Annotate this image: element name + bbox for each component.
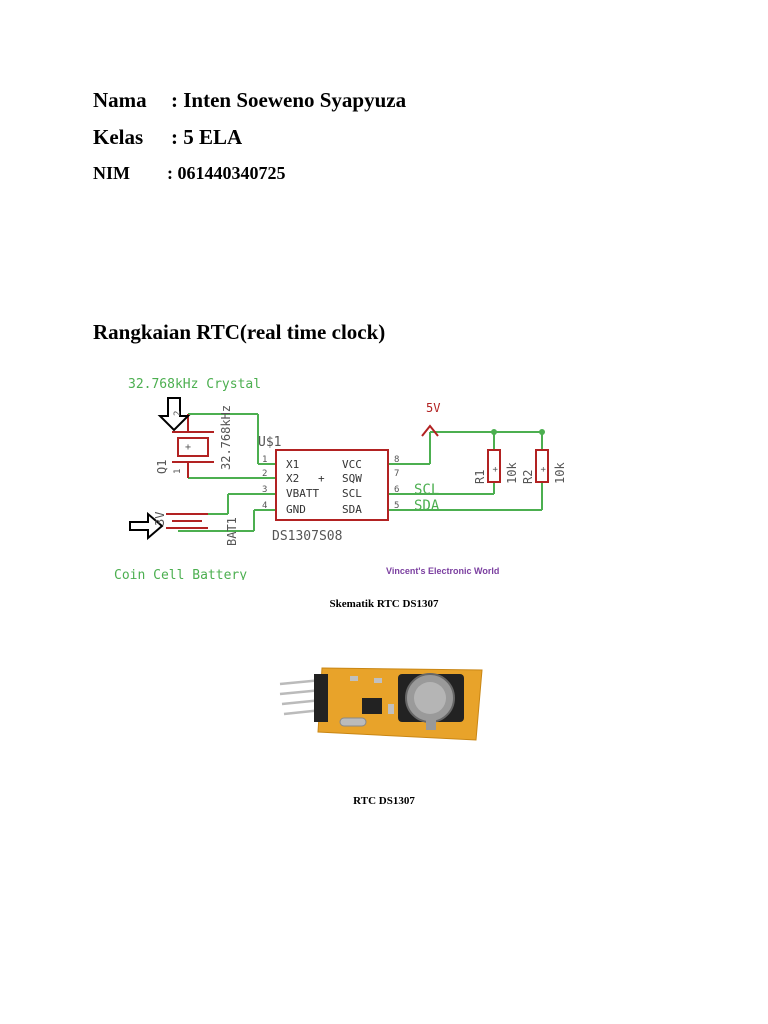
rtc-schematic: 32.768kHz Crystal Coin Cell Battery U$1 … (114, 377, 567, 580)
scl-label: SCL (414, 482, 439, 498)
pin-num-8: 8 (394, 455, 399, 465)
crystal-ref: Q1 (155, 460, 169, 474)
name-row: Nama : Inten Soeweno Syapyuza (93, 88, 406, 113)
pin-num-4: 4 (262, 501, 267, 511)
rtc-module-image (279, 667, 483, 741)
pin-num-1: 1 (262, 455, 267, 465)
r1-ref: R1 (473, 470, 487, 484)
r1-plus: + (491, 466, 501, 472)
ic-ref: U$1 (258, 435, 281, 450)
crystal-label: 32.768kHz Crystal (128, 377, 261, 392)
crystal-pin-2: 2 (173, 411, 183, 416)
module-caption: RTC DS1307 (353, 795, 415, 807)
battery-voltage: 3V (153, 512, 167, 526)
sda-label: SDA (414, 498, 440, 514)
pin-x2-plus: + (318, 472, 325, 485)
pin-vbatt: VBATT (286, 487, 319, 500)
pin-scl: SCL (342, 487, 362, 500)
battery-ref: BAT1 (225, 517, 239, 546)
r2-value: 10k (553, 462, 567, 484)
class-value: : 5 ELA (171, 125, 243, 149)
schematic-caption: Skematik RTC DS1307 (329, 598, 439, 610)
pin-x2: X2 (286, 472, 299, 485)
r2-plus: + (539, 466, 549, 472)
supply-label: 5V (426, 401, 440, 415)
nim-label: NIM (93, 163, 130, 183)
schematic-credit: Vincent's Electronic World (386, 566, 499, 576)
name-label: Nama (93, 88, 147, 112)
pin-num-2: 2 (262, 469, 267, 479)
pin-num-6: 6 (394, 485, 399, 495)
crystal-plus: + (185, 442, 191, 453)
class-row: Kelas : 5 ELA (93, 125, 242, 150)
name-value: : Inten Soeweno Syapyuza (171, 88, 407, 112)
section-title: Rangkaian RTC(real time clock) (93, 320, 386, 344)
pin-num-7: 7 (394, 469, 399, 479)
pin-x1: X1 (286, 458, 299, 471)
pin-sqw: SQW (342, 472, 362, 485)
r1-value: 10k (505, 462, 519, 484)
pin-num-5: 5 (394, 501, 399, 511)
pin-gnd: GND (286, 503, 306, 516)
nim-value: : 061440340725 (167, 163, 286, 183)
crystal-value: 32.768kHz (219, 405, 233, 470)
nim-row: NIM : 061440340725 (93, 163, 286, 184)
pin-sda: SDA (342, 503, 362, 516)
class-label: Kelas (93, 125, 144, 149)
battery-label: Coin Cell Battery (114, 568, 247, 580)
crystal-pin-1: 1 (173, 469, 183, 474)
ic-part: DS1307S08 (272, 529, 342, 544)
r2-ref: R2 (521, 470, 535, 484)
pin-vcc: VCC (342, 458, 362, 471)
pin-num-3: 3 (262, 485, 267, 495)
